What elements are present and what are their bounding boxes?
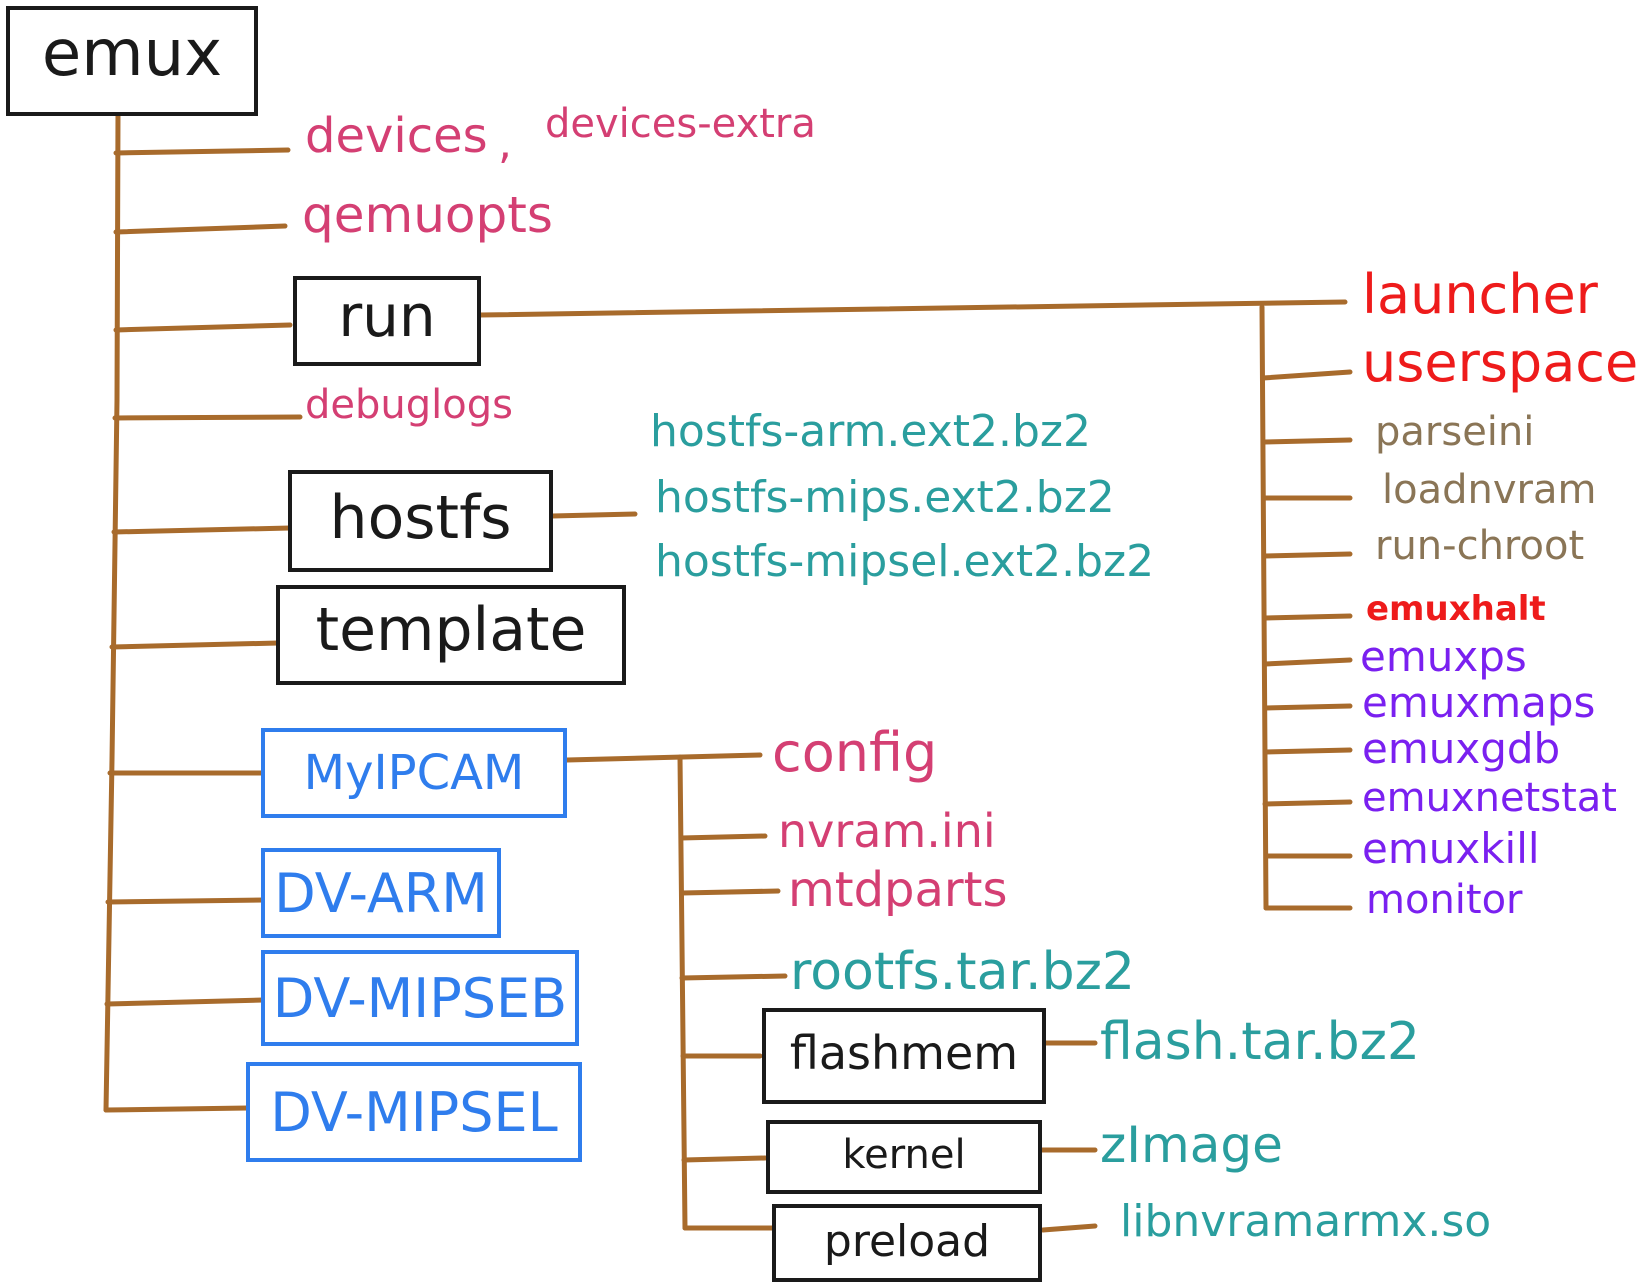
run-child-emuxhalt: emuxhalt — [1366, 589, 1546, 629]
run-child-userspace: userspace — [1362, 331, 1639, 394]
connector-group — [103, 109, 1353, 1233]
template-label: template — [315, 595, 587, 665]
run-child-run-chroot: run-chroot — [1375, 523, 1585, 569]
run-child-emuxmaps: emuxmaps — [1362, 678, 1596, 727]
preload-box: preload — [772, 1204, 1042, 1282]
root-box: emux — [6, 6, 258, 116]
branch-qemuopts — [113, 223, 288, 235]
hostfs-box: hostfs — [288, 470, 553, 572]
run-child-parseini: parseini — [1375, 409, 1535, 455]
myipcam-config: config — [772, 721, 938, 784]
hostfs-file-mips: hostfs-mips.ext2.bz2 — [655, 472, 1115, 523]
run-child-emuxnetstat: emuxnetstat — [1362, 775, 1617, 821]
run-box: run — [293, 276, 481, 366]
devices-extra-label: devices-extra — [545, 101, 816, 147]
branch-nvram-ini — [678, 833, 768, 841]
hostfs-file-mipsel: hostfs-mipsel.ext2.bz2 — [655, 536, 1155, 587]
branch-kernel — [681, 1155, 768, 1163]
preload-file: libnvramarmx.so — [1120, 1196, 1492, 1247]
run-child-emuxgdb: emuxgdb — [1362, 724, 1561, 773]
template-box: template — [276, 585, 626, 685]
flashmem-box: flashmem — [762, 1008, 1046, 1104]
preload-label: preload — [823, 1215, 991, 1267]
run-child-launcher: launcher — [1362, 263, 1598, 326]
branch-mtdparts — [679, 888, 781, 896]
preload-connector — [1040, 1223, 1098, 1233]
branch-dv-mipsel — [103, 1105, 251, 1113]
branch-debuglogs — [112, 414, 303, 421]
hostfs-label: hostfs — [329, 483, 512, 553]
devices-comma: , — [498, 118, 512, 169]
device-label-dv-arm: DV-ARM — [274, 861, 488, 925]
myipcam-nvram-ini: nvram.ini — [778, 804, 996, 858]
myipcam-trunk-line — [677, 754, 688, 1231]
run-child-loadnvram: loadnvram — [1382, 467, 1597, 513]
myipcam-rootfs: rootfs.tar.bz2 — [790, 942, 1135, 1002]
branch-emuxmaps — [1262, 703, 1353, 711]
debuglogs-label: debuglogs — [305, 382, 513, 428]
branch-emuxgdb — [1262, 747, 1353, 755]
branch-hostfs — [111, 525, 293, 535]
branch-run — [113, 322, 293, 333]
branch-template — [109, 640, 281, 650]
branch-rootfs — [679, 973, 788, 981]
run-connector — [477, 299, 1348, 318]
device-box-dv-mipseb: DV-MIPSEB — [261, 950, 579, 1046]
devices-label: devices — [305, 108, 488, 164]
hostfs-connector — [549, 511, 638, 519]
run-child-emuxps: emuxps — [1360, 632, 1527, 681]
run-trunk-line — [1259, 304, 1269, 911]
device-box-dv-mipsel: DV-MIPSEL — [246, 1062, 582, 1162]
flashmem-label: flashmem — [789, 1026, 1019, 1080]
myipcam-mtdparts: mtdparts — [788, 862, 1008, 918]
branch-emuxnetstat — [1262, 799, 1353, 807]
device-label-myipcam: MyIPCAM — [303, 745, 525, 801]
kernel-label: kernel — [842, 1132, 966, 1178]
kernel-file: zImage — [1100, 1116, 1283, 1174]
flash-file: flash.tar.bz2 — [1100, 1012, 1420, 1072]
device-box-dv-arm: DV-ARM — [261, 848, 501, 938]
root-label: emux — [41, 17, 223, 91]
device-label-dv-mipseb: DV-MIPSEB — [272, 966, 568, 1030]
device-label-dv-mipsel: DV-MIPSEL — [270, 1080, 558, 1144]
device-box-myipcam: MyIPCAM — [261, 728, 567, 818]
branch-userspace — [1260, 369, 1353, 381]
branch-emuxhalt — [1262, 613, 1353, 621]
hostfs-file-arm: hostfs-arm.ext2.bz2 — [650, 406, 1091, 457]
branch-devices — [113, 147, 291, 156]
run-child-emuxkill: emuxkill — [1362, 824, 1540, 873]
kernel-box: kernel — [766, 1120, 1042, 1194]
branch-parseini — [1261, 437, 1353, 445]
qemuopts-label: qemuopts — [302, 186, 553, 244]
branch-dv-arm — [105, 897, 267, 905]
branch-emuxps — [1262, 657, 1353, 667]
myipcam-connector — [564, 752, 763, 763]
branch-run-chroot — [1261, 551, 1353, 559]
branch-dv-mipseb — [104, 997, 266, 1007]
root-trunk-line — [103, 109, 121, 1113]
run-label: run — [338, 282, 436, 350]
run-child-monitor: monitor — [1366, 877, 1523, 923]
